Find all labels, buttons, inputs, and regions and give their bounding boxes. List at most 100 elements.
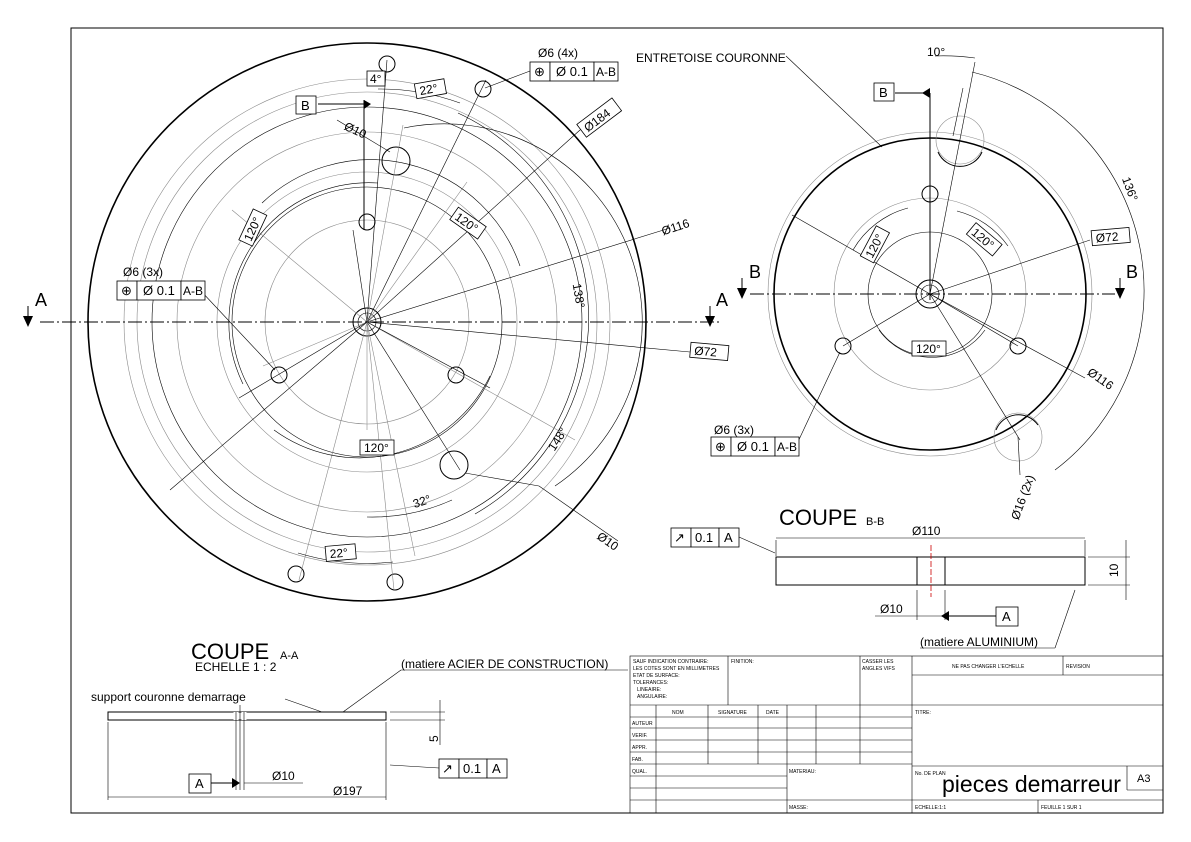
label-support-couronne: support couronne demarrage xyxy=(91,690,246,704)
dim-d116: Ø116 xyxy=(660,216,692,238)
dim-d6-4x: Ø6 (4x) xyxy=(538,46,578,60)
fcf-right: ⊕ Ø 0.1 A-B xyxy=(710,436,800,457)
section-a-a: COUPE A-A ECHELLE 1 : 2 (matiere ACIER D… xyxy=(91,639,628,800)
svg-text:TOLERANCES:: TOLERANCES: xyxy=(633,680,668,686)
svg-text:0.1: 0.1 xyxy=(695,530,713,545)
svg-text:B: B xyxy=(879,85,888,100)
dim-d6-3x-left: Ø6 (3x) xyxy=(123,265,163,279)
svg-text:Ø 0.1: Ø 0.1 xyxy=(556,64,588,79)
dim-10deg: 10° xyxy=(927,45,945,59)
svg-text:LINEAIRE:: LINEAIRE: xyxy=(637,687,661,693)
right-part-view xyxy=(750,55,1145,476)
datum-b-left xyxy=(295,95,317,115)
dim-120deg-bottom: 120° xyxy=(364,441,389,455)
dim-d10-top: Ø10 xyxy=(342,119,369,141)
dim-136deg: 136° xyxy=(1119,175,1141,203)
svg-text:⊕: ⊕ xyxy=(534,64,545,79)
dim-right-120-c: 120° xyxy=(916,342,941,356)
svg-text:ETAT DE SURFACE:: ETAT DE SURFACE: xyxy=(633,673,680,679)
section-arrow-b-right: B xyxy=(1115,262,1138,299)
fcf-mid-left: ⊕ Ø 0.1 A-B xyxy=(116,280,206,301)
sheet-size: A3 xyxy=(1137,773,1150,785)
dim-d72: Ø72 xyxy=(694,344,718,360)
svg-text:MATERIAU:: MATERIAU: xyxy=(789,769,816,775)
svg-text:CASSER LES: CASSER LES xyxy=(862,659,894,665)
notch-bottom xyxy=(995,414,1039,431)
svg-text:NOM: NOM xyxy=(672,710,684,716)
dim-bb-thick: 10 xyxy=(1107,563,1121,577)
svg-text:A-B: A-B xyxy=(777,440,797,454)
svg-text:DATE: DATE xyxy=(766,710,780,716)
svg-text:⊕: ⊕ xyxy=(121,283,132,298)
hole xyxy=(270,366,288,384)
hole xyxy=(474,80,492,98)
svg-text:B-B: B-B xyxy=(866,516,884,528)
hole xyxy=(358,213,376,231)
dim-aa-thick: 5 xyxy=(427,735,441,742)
svg-text:A: A xyxy=(716,290,728,310)
material-aluminium: (matiere ALUMINIUM) xyxy=(920,635,1038,649)
notch-top xyxy=(937,151,983,167)
dim-d10-bottom: Ø10 xyxy=(594,529,621,554)
svg-text:APPR.: APPR. xyxy=(632,745,647,751)
section-arrow-a-left: A xyxy=(23,290,47,327)
svg-text:↗: ↗ xyxy=(674,530,685,545)
svg-text:VERIF.: VERIF. xyxy=(632,733,648,739)
svg-text:REVISION: REVISION xyxy=(1066,664,1090,670)
dim-right-d72: Ø72 xyxy=(1095,229,1119,245)
dim-right-d116: Ø116 xyxy=(1085,365,1117,393)
svg-text:FEUILLE 1 SUR 1: FEUILLE 1 SUR 1 xyxy=(1041,805,1082,811)
hole xyxy=(834,337,852,355)
dim-22deg-top: 22° xyxy=(418,81,438,98)
svg-text:A-A: A-A xyxy=(280,650,299,662)
hole xyxy=(447,366,465,384)
fcf-bb: ↗ 0.1 A xyxy=(670,527,740,548)
svg-text:0.1: 0.1 xyxy=(463,761,481,776)
section-arrow-a-right: A xyxy=(705,290,728,327)
svg-text:⊕: ⊕ xyxy=(715,439,726,454)
fcf-aa: ↗ 0.1 A xyxy=(438,758,508,779)
datum-b-right xyxy=(873,82,895,102)
dim-d16-2x: Ø16 (2x) xyxy=(1008,473,1037,522)
svg-text:TITRE:: TITRE: xyxy=(915,710,931,716)
hole xyxy=(381,146,411,176)
svg-text:A: A xyxy=(492,761,501,776)
section-aa-title: COUPE xyxy=(191,639,269,664)
svg-text:A-B: A-B xyxy=(183,284,203,298)
dim-22deg-bottom: 22° xyxy=(329,545,348,561)
hole xyxy=(439,450,469,480)
svg-text:B: B xyxy=(749,262,761,282)
dim-d110: Ø110 xyxy=(912,524,941,538)
svg-text:A: A xyxy=(35,290,47,310)
dim-138deg: 138° xyxy=(570,282,588,309)
svg-text:SIGNATURE: SIGNATURE xyxy=(718,710,747,716)
svg-text:↗: ↗ xyxy=(442,761,453,776)
left-dimensions: Ø6 (4x) Ø184 Ø10 4° 22° 120° 120° Ø116 1… xyxy=(123,46,730,562)
svg-text:B: B xyxy=(1126,262,1138,282)
dim-bb-d10: Ø10 xyxy=(880,602,903,616)
svg-text:FINITION:: FINITION: xyxy=(731,659,754,665)
svg-text:Ø 0.1: Ø 0.1 xyxy=(143,283,175,298)
fcf-top-left: ⊕ Ø 0.1 A-B xyxy=(529,61,619,82)
left-part-view xyxy=(40,42,720,602)
svg-text:A: A xyxy=(1002,609,1011,624)
svg-text:LES COTES SONT EN MILLIMETRES: LES COTES SONT EN MILLIMETRES xyxy=(633,666,720,672)
svg-text:A-B: A-B xyxy=(596,65,616,79)
dim-right-d6-3x: Ø6 (3x) xyxy=(714,423,754,437)
svg-text:ANGULAIRE:: ANGULAIRE: xyxy=(637,694,667,700)
dim-4deg: 4° xyxy=(370,72,382,86)
hole xyxy=(287,565,305,583)
svg-text:No. DE PLAN: No. DE PLAN xyxy=(915,771,946,777)
svg-text:SAUF INDICATION CONTRAIRE:: SAUF INDICATION CONTRAIRE: xyxy=(633,659,708,665)
dim-d197: Ø197 xyxy=(333,784,363,798)
section-b-b: COUPE B-B Ø110 10 Ø10 A ↗ 0.1 A xyxy=(670,505,1130,649)
dim-148deg: 148° xyxy=(545,425,570,454)
drawing-title: pieces demarreur xyxy=(942,771,1121,797)
hole xyxy=(378,55,396,73)
section-bb-title: COUPE xyxy=(779,505,857,530)
svg-text:A: A xyxy=(195,776,204,791)
dim-aa-d10: Ø10 xyxy=(272,769,295,783)
svg-text:QUAL.: QUAL. xyxy=(632,769,647,775)
svg-text:B: B xyxy=(301,98,310,113)
